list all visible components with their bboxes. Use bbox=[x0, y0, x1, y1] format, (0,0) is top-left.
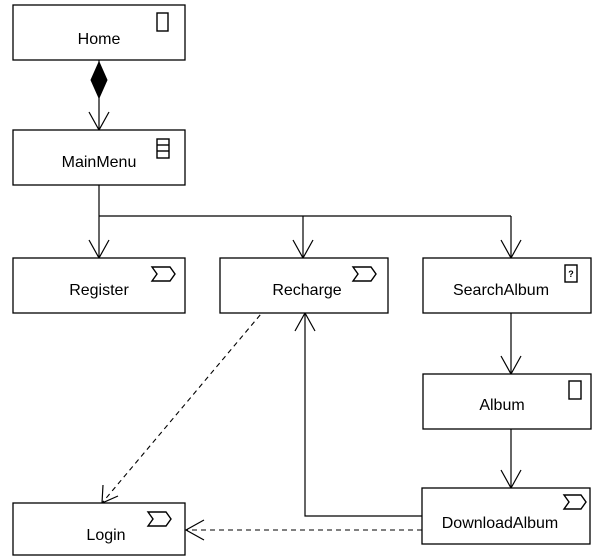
node-album[interactable]: Album bbox=[422, 373, 592, 430]
node-login-label: Login bbox=[86, 527, 125, 544]
node-album-label: Album bbox=[479, 397, 524, 414]
edge-recharge-login bbox=[101, 307, 267, 504]
edge-downloadalbum-recharge bbox=[294, 311, 422, 517]
node-register-label: Register bbox=[69, 282, 129, 299]
page-icon bbox=[568, 380, 582, 400]
node-home[interactable]: Home bbox=[12, 4, 186, 61]
edge-mainmenu-branches bbox=[88, 185, 522, 260]
node-downloadalbum[interactable]: DownloadAlbum bbox=[421, 487, 591, 545]
operation-icon bbox=[150, 266, 176, 282]
edge-album-downloadalbum bbox=[500, 429, 522, 490]
menu-icon bbox=[156, 138, 170, 159]
node-recharge-label: Recharge bbox=[272, 282, 341, 299]
search-icon-mark: ? bbox=[568, 269, 574, 279]
composition-diamond bbox=[90, 60, 108, 100]
page-icon bbox=[156, 12, 169, 32]
node-mainmenu-label: MainMenu bbox=[62, 154, 137, 171]
search-icon: ? bbox=[564, 264, 578, 283]
node-searchalbum[interactable]: SearchAlbum ? bbox=[422, 257, 592, 314]
node-downloadalbum-label: DownloadAlbum bbox=[442, 515, 559, 532]
operation-icon bbox=[351, 266, 377, 282]
edge-home-mainmenu bbox=[88, 60, 110, 132]
node-home-label: Home bbox=[78, 31, 121, 48]
operation-icon bbox=[562, 494, 587, 510]
node-login[interactable]: Login bbox=[12, 502, 186, 556]
operation-icon bbox=[146, 511, 172, 527]
edge-downloadalbum-login bbox=[184, 519, 422, 541]
node-recharge[interactable]: Recharge bbox=[219, 257, 389, 314]
node-mainmenu[interactable]: MainMenu bbox=[12, 129, 186, 186]
node-register[interactable]: Register bbox=[12, 257, 186, 314]
edge-searchalbum-album bbox=[500, 313, 522, 376]
node-searchalbum-label: SearchAlbum bbox=[453, 282, 549, 299]
